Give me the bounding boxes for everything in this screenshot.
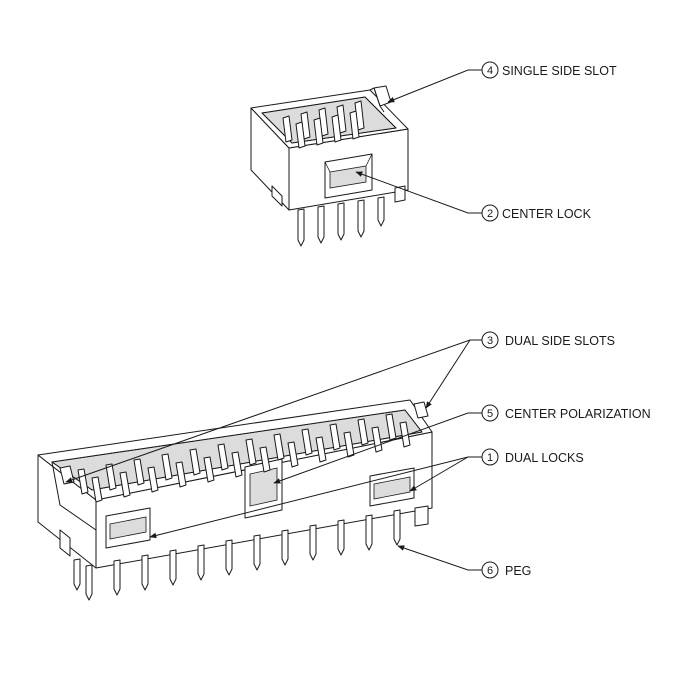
callout-peg: 6 PEG	[397, 545, 531, 579]
callout-dual-side-slots: 3 DUAL SIDE SLOTS	[65, 331, 615, 483]
callout-label: CENTER LOCK	[502, 207, 592, 221]
callout-number: 5	[487, 408, 493, 420]
large-bottom-pins	[73, 509, 401, 601]
callout-dual-locks: 1 DUAL LOCKS	[149, 448, 584, 539]
callout-label: CENTER POLARIZATION	[505, 407, 651, 421]
callout-label: DUAL SIDE SLOTS	[505, 334, 615, 348]
callout-number: 4	[487, 65, 493, 77]
callout-number: 6	[487, 565, 493, 577]
small-bottom-pins	[297, 196, 385, 247]
callout-number: 3	[487, 335, 493, 347]
callout-label: SINGLE SIDE SLOT	[502, 64, 617, 78]
callout-center-polarization: 5 CENTER POLARIZATION	[273, 404, 651, 484]
callout-single-side-slot: 4 SINGLE SIDE SLOT	[387, 61, 617, 103]
large-connector	[37, 399, 433, 601]
callout-center-lock: 2 CENTER LOCK	[355, 171, 592, 222]
small-connector	[250, 85, 409, 247]
callout-number: 1	[487, 452, 493, 464]
small-top-pins	[282, 100, 365, 149]
callout-number: 2	[487, 208, 493, 220]
callout-label: PEG	[505, 564, 531, 578]
callout-label: DUAL LOCKS	[505, 451, 584, 465]
large-top-pins	[77, 413, 411, 503]
